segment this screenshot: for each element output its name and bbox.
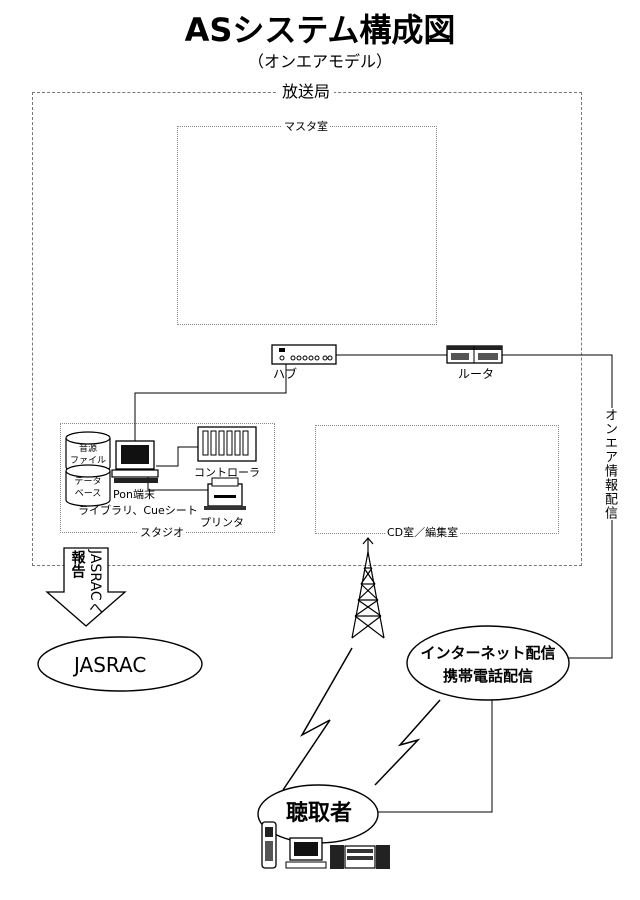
home-pc-icon — [285, 837, 327, 869]
internet-distribution: インターネット配信 — [420, 644, 556, 662]
distribution-ellipse — [406, 625, 570, 701]
master-room-label: マスタ室 — [282, 120, 330, 133]
lightning-bolt-right — [374, 699, 441, 786]
router-icon — [446, 345, 503, 364]
library-label: ライブラリ、Cueシート — [78, 504, 198, 517]
broadcast-station-label: 放送局 — [278, 84, 335, 100]
hub-icon — [271, 344, 337, 365]
pc-icon — [111, 440, 159, 483]
jasrac-report-label: JASRACへ 報告 — [68, 550, 104, 615]
stereo-icon — [330, 845, 390, 869]
sound-file-line2: ファイル — [70, 455, 107, 466]
jasrac-report-line1: JASRACへ — [87, 550, 103, 615]
sound-file-line1: 音源 — [78, 444, 97, 454]
diagram-subtitle: （オンエアモデル） — [247, 52, 392, 71]
cd-room-label: CD室／編集室 — [385, 526, 461, 539]
printer-label: プリンタ — [200, 516, 244, 529]
lightning-bolt-left — [282, 647, 353, 791]
onair-info-label: オンエア情報配信 — [602, 408, 617, 520]
report-arrow — [45, 547, 127, 627]
jasrac-label: JASRAC — [74, 653, 147, 677]
mobile-distribution: 携帯電話配信 — [442, 666, 533, 685]
database-line2: ベース — [74, 488, 102, 499]
sound-file-label: 音源 ファイル — [70, 444, 106, 467]
diagram-title: ASシステム構成図 — [184, 11, 456, 49]
database-line1: データ — [74, 477, 102, 487]
database-label: データ ベース — [70, 477, 106, 500]
listener-label: 聴取者 — [286, 801, 353, 826]
studio-label: スタジオ — [138, 526, 186, 539]
hub-label: ハブ — [273, 367, 298, 381]
distribution-label: インターネット配信 携帯電話配信 — [408, 642, 568, 687]
mobile-phone-icon — [261, 821, 277, 869]
jasrac-ellipse — [37, 636, 203, 692]
jasrac-report-line2: 報告 — [69, 550, 86, 578]
database-icon — [65, 431, 111, 507]
printer-icon — [204, 477, 246, 510]
controller-label: コントローラ — [194, 466, 260, 479]
pon-terminal-label: Pon端末 — [113, 488, 155, 501]
antenna-tower-icon — [351, 537, 385, 639]
router-label: ルータ — [458, 367, 495, 381]
controller-icon — [197, 426, 257, 462]
